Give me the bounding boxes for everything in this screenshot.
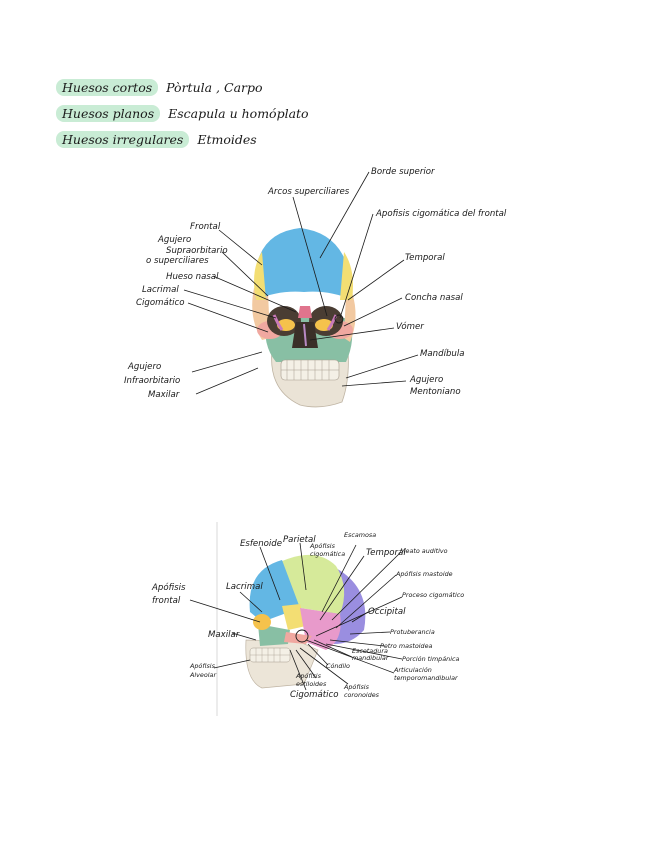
label-occipital: Occipital [368,607,406,617]
frontal-leader-lines [183,171,419,395]
label-temporal: Temporal [405,253,445,263]
label-cigomatico: Cigomático [290,690,338,700]
label-apofisis-coronoides: coronoides [344,691,380,699]
label-agujero-supra: Supraorbitario [166,246,228,256]
lateral-skull-diagram: Esfenoide Parietal Escamosa Apófisis cig… [151,522,464,716]
label-lacrimal: Lacrimal [142,285,179,295]
label-agujero-mentoniano: Mentoniano [410,387,461,397]
label-apofisis-frontal: Apófisis [151,582,186,593]
label-agujero-infra: Infraorbitario [124,376,180,386]
label-frontal: Frontal [190,222,221,232]
label-esfenoide: Esfenoide [240,539,282,549]
note-row: Huesos planos Escapula u homóplato [56,100,309,126]
label-apofisis-cigomatica: cigomática [310,550,345,558]
label-apofisis-alveolar: Alveolar [189,671,216,679]
label-apofisis-estiloides: estiloides [296,680,327,688]
notes-list: Huesos cortos Pòrtula , Carpo Huesos pla… [56,74,309,152]
label-condilo: Cóndilo [326,662,350,670]
label-maxilar: Maxilar [148,390,180,400]
lateral-leader-lines [189,542,403,691]
label-escotadura-mandibular: mandibular [352,654,389,662]
frontal-skull-diagram: Arcos superciliares Borde superior Apofi… [124,167,507,408]
label-parietal: Parietal [283,535,316,545]
label-concha-nasal: Concha nasal [405,293,463,303]
label-apofisis-cigomatica: Apófisis [309,542,336,550]
label-articulacion: temporomandibular [394,674,458,682]
lateral-labels: Esfenoide Parietal Escamosa Apófisis cig… [151,531,464,700]
label-escotadura-mandibular: Escotadura [352,647,388,655]
frontal-skull-illustration [252,228,356,408]
label-petromastoidea: Petro mastoidea [380,642,433,650]
label-escamosa: Escamosa [344,531,376,539]
label-lacrimal: Lacrimal [226,582,263,592]
note-highlight: Huesos irregulares [56,130,190,148]
label-protuberancia: Protuberancia [390,628,435,636]
note-row: Huesos cortos Pòrtula , Carpo [56,74,309,100]
label-apofisis-coronoides: Apófisis [343,683,370,691]
note-highlight: Huesos cortos [56,78,159,96]
label-agujero-infra: Agujero [127,362,161,372]
label-articulacion: Articulación [393,666,432,674]
label-apofisis-estiloides: Apófisis [295,672,322,680]
note-value: Escapula u homóplato [168,105,309,121]
label-temporal: Temporal [366,548,406,558]
note-value: Etmoides [197,131,257,147]
label-meato-auditivo: Meato auditivo [400,547,448,555]
label-apofisis-mastoide: Apófisis mastoide [395,570,453,578]
label-apofisis-frontal: frontal [152,596,181,606]
label-hueso-nasal: Hueso nasal [166,272,219,282]
label-proceso-cigomatico: Proceso cigomático [402,591,464,599]
label-arcos-superciliares: Arcos superciliares [267,187,350,197]
label-maxilar: Maxilar [208,630,240,640]
label-borde-superior: Borde superior [371,167,435,177]
label-apofisis-alveolar: Apófisis [189,662,216,670]
frontal-labels: Arcos superciliares Borde superior Apofi… [124,167,507,400]
label-apofisis-cigomatica: Apofisis cigomática del frontal [375,209,507,219]
label-vomer: Vómer [396,321,424,332]
label-porcion-timpanica: Porción timpánica [402,655,459,663]
label-mandibula: Mandíbula [420,349,465,359]
note-value: Pòrtula , Carpo [166,79,263,95]
label-agujero-supra: Agujero [157,235,191,245]
note-row: Huesos irregulares Etmoides [56,126,309,152]
lateral-skull-illustration [245,554,366,689]
label-agujero-supra: o superciliares [146,256,209,266]
note-highlight: Huesos planos [56,104,161,122]
label-agujero-mentoniano: Agujero [409,375,443,385]
label-cigomatico: Cigomático [136,298,184,308]
